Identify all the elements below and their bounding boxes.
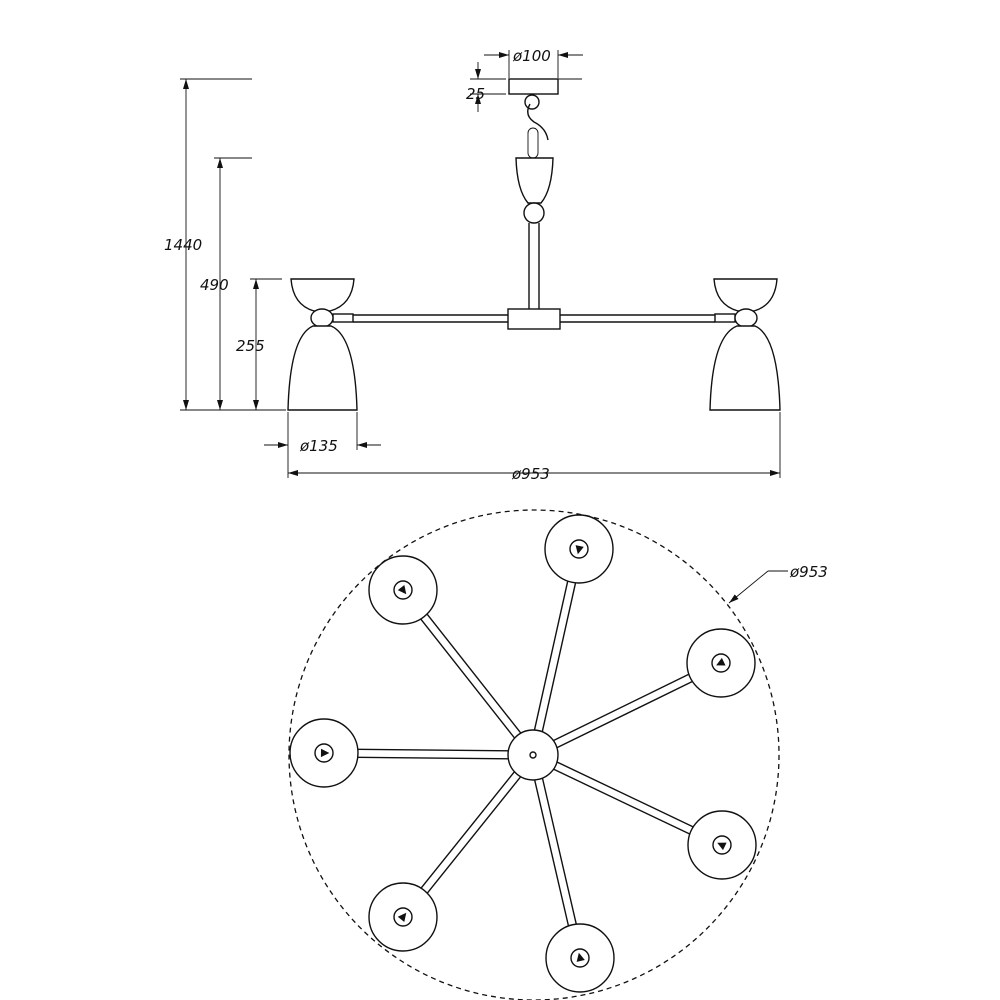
- ceiling-cup: [515, 157, 554, 204]
- stem-ball: [523, 202, 545, 224]
- lamp-shade: [544, 514, 614, 584]
- dim-shade-diameter: ø135: [299, 437, 338, 455]
- bulb-socket: [314, 743, 334, 763]
- lamp-shade: [289, 718, 359, 788]
- arm-line: [357, 748, 510, 752]
- right-lamp: [709, 278, 781, 411]
- arm-line: [541, 777, 578, 926]
- arm-line: [419, 770, 516, 890]
- bulb-socket: [711, 653, 731, 673]
- span-circle: [288, 509, 780, 1000]
- dim-plan-diameter: ø953: [789, 563, 828, 581]
- arm-line: [552, 768, 691, 836]
- arm-line: [541, 581, 577, 733]
- lamp-shade: [368, 555, 438, 625]
- lamp-shade: [687, 810, 757, 880]
- bulb-socket: [570, 948, 590, 968]
- hub-center-point: [529, 751, 537, 759]
- hook: [527, 103, 549, 141]
- ceiling-canopy: [508, 78, 559, 95]
- dim-canopy-height: 25: [466, 85, 485, 103]
- bulb-socket: [712, 835, 732, 855]
- center-hub: [507, 308, 561, 330]
- plan-view: ø953 ▼▼▼▼▼▼▼: [288, 509, 828, 1000]
- lamp-shade: [368, 882, 438, 952]
- bulb-socket: [393, 580, 413, 600]
- arm-line: [426, 775, 522, 895]
- arm-line: [556, 680, 694, 749]
- center-hub: [507, 729, 559, 781]
- dim-body-height: 490: [200, 276, 229, 294]
- left-lamp: [287, 278, 358, 411]
- arm-line: [556, 761, 695, 828]
- lamp-shade: [686, 628, 756, 698]
- ceiling-hook-ring: [524, 94, 540, 110]
- socket-mark-icon: ▼: [574, 950, 586, 965]
- dim-total-height: 1440: [164, 236, 202, 254]
- dim-shade-height: 255: [236, 337, 265, 355]
- socket-mark-icon: ▼: [318, 748, 331, 757]
- socket-mark-icon: ▼: [573, 542, 585, 557]
- arm-line: [356, 756, 509, 760]
- lamp-shade: [545, 923, 615, 993]
- arm-line: [552, 673, 690, 742]
- dim-canopy-diameter: ø100: [512, 47, 551, 65]
- dim-span-diameter: ø953: [511, 465, 550, 483]
- chain-link: [527, 127, 539, 159]
- arm-line: [533, 580, 569, 731]
- bulb-socket: [569, 539, 589, 559]
- arm-line: [533, 779, 570, 927]
- elevation-view: 1440 490 255 ø100 25 ø135 ø953: [164, 47, 781, 483]
- arm-line: [426, 613, 522, 735]
- arm-line: [419, 617, 516, 740]
- bulb-socket: [393, 907, 413, 927]
